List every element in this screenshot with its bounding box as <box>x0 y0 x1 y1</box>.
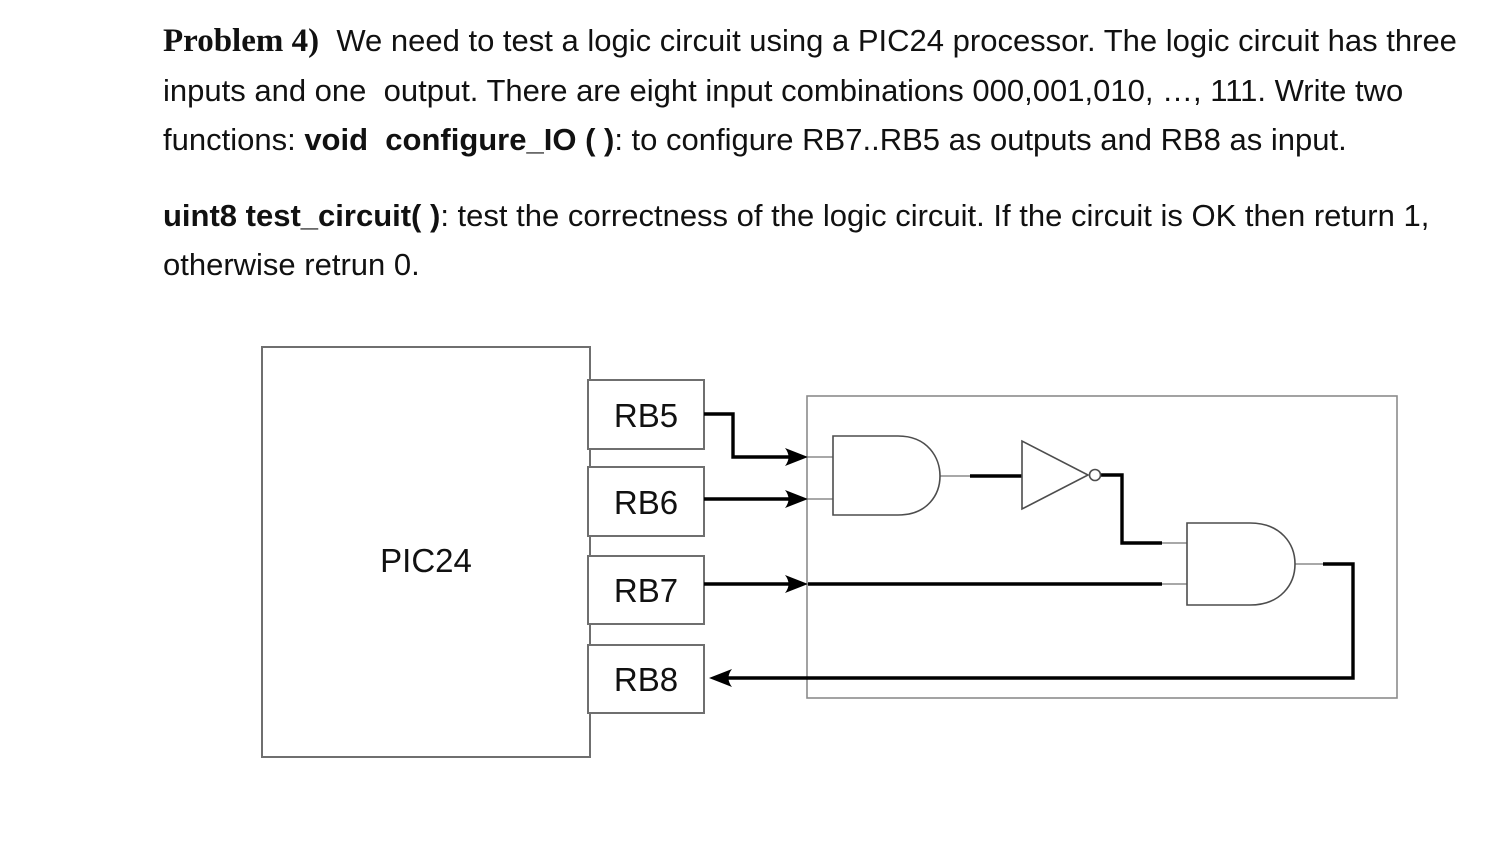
arrowhead-rb8-icon <box>709 669 732 687</box>
problem-paragraph-1: Problem 4) We need to test a logic circu… <box>163 16 1485 164</box>
logic-circuit-boundary <box>806 395 1398 699</box>
pin-label-rb8: RB8 <box>614 661 678 698</box>
arrowhead-rb5-icon <box>785 448 808 466</box>
and-gate-1 <box>832 435 941 516</box>
test-circuit-function-name: uint8 test_circuit( ) <box>163 198 441 233</box>
problem-statement: Problem 4) We need to test a logic circu… <box>163 16 1485 289</box>
pin-box-rb7 <box>587 555 705 625</box>
pic24-chip-box <box>261 346 591 758</box>
pin-label-rb7: RB7 <box>614 572 678 609</box>
configure-io-function-name: void configure_IO ( ) <box>304 122 615 157</box>
pic24-chip-label: PIC24 <box>380 542 472 579</box>
problem-paragraph-2: uint8 test_circuit( ): test the correctn… <box>163 191 1485 289</box>
arrowhead-rb7-icon <box>785 575 808 593</box>
pin-box-rb6 <box>587 466 705 537</box>
not-gate-bubble-icon <box>1088 468 1102 482</box>
not-gate-triangle <box>1021 439 1090 511</box>
wire-not-to-and2 <box>1101 473 1162 545</box>
arrowhead-rb6-icon <box>785 490 808 508</box>
and-gate-2 <box>1186 522 1296 606</box>
problem-text-tail-2: : test the correctness of the logic circ… <box>163 198 1438 282</box>
pin-label-rb6: RB6 <box>614 484 678 521</box>
pin-label-rb5: RB5 <box>614 397 678 434</box>
problem-text-tail: : to configure RB7..RB5 as outputs and R… <box>614 122 1347 157</box>
pin-box-rb8 <box>587 644 705 714</box>
wire-rb5-to-and1 <box>704 412 798 459</box>
wire-feedback-to-rb8 <box>722 562 1355 680</box>
problem-label: Problem 4) <box>163 23 320 59</box>
problem-text-body: We need to test a logic circuit using a … <box>163 23 1466 157</box>
